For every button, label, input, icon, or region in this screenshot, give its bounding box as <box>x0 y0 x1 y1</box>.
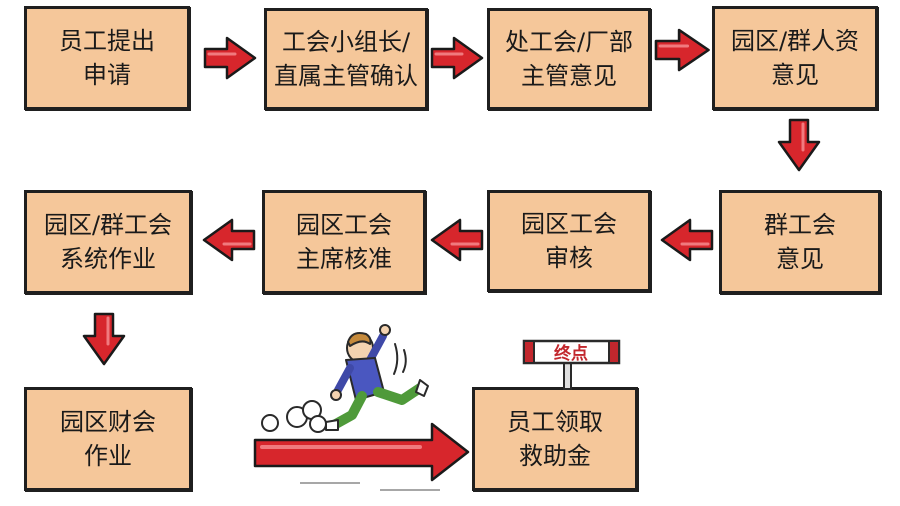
step-text: 审核 <box>545 244 593 272</box>
step-text: 主席核准 <box>296 245 392 273</box>
step-text: 园区工会 <box>296 211 392 239</box>
step-box-10: 员工领取救助金 <box>472 387 638 491</box>
step-text: 园区/群工会 <box>43 211 173 239</box>
step-text: 申请 <box>83 61 131 89</box>
red-arrow-icon <box>203 36 257 80</box>
step-text: 作业 <box>84 442 132 470</box>
running-man-icon <box>325 324 429 431</box>
finish-sign-icon: 终点 <box>522 339 621 390</box>
long-red-arrow-icon <box>253 422 470 491</box>
step-text: 意见 <box>776 245 824 273</box>
step-text: 员工提出 <box>59 27 155 55</box>
step-box-9: 园区财会作业 <box>24 387 192 491</box>
red-arrow-icon <box>777 118 821 172</box>
step-box-3: 处工会/厂部主管意见 <box>487 8 651 110</box>
step-box-8: 园区/群工会系统作业 <box>24 190 192 294</box>
step-box-6: 园区工会审核 <box>487 190 651 292</box>
step-text: 园区工会 <box>521 210 617 238</box>
step-text: 救助金 <box>519 442 591 470</box>
step-box-5: 群工会意见 <box>719 190 881 294</box>
step-box-4: 园区/群人资意见 <box>712 6 878 110</box>
step-text: 工会小组长/ <box>281 28 411 56</box>
red-arrow-icon <box>654 28 711 72</box>
red-arrow-icon <box>430 36 484 80</box>
step-text: 园区/群人资 <box>730 27 860 55</box>
dust-cloud-icon <box>261 400 327 433</box>
step-text: 处工会/厂部 <box>504 28 634 56</box>
step-box-2: 工会小组长/直属主管确认 <box>264 8 428 110</box>
step-text: 群工会 <box>764 211 836 239</box>
step-box-7: 园区工会主席核准 <box>262 190 426 294</box>
step-text: 系统作业 <box>60 245 156 273</box>
step-text: 员工领取 <box>507 408 603 436</box>
step-text: 意见 <box>771 61 819 89</box>
step-text: 主管意见 <box>521 62 617 90</box>
red-arrow-icon <box>660 218 714 262</box>
step-box-1: 员工提出申请 <box>24 6 190 110</box>
finish-sign-text: 终点 <box>554 343 588 364</box>
step-text: 园区财会 <box>60 408 156 436</box>
red-arrow-icon <box>82 312 126 366</box>
red-arrow-icon <box>430 218 484 262</box>
red-arrow-icon <box>202 218 256 262</box>
step-text: 直属主管确认 <box>274 62 418 90</box>
